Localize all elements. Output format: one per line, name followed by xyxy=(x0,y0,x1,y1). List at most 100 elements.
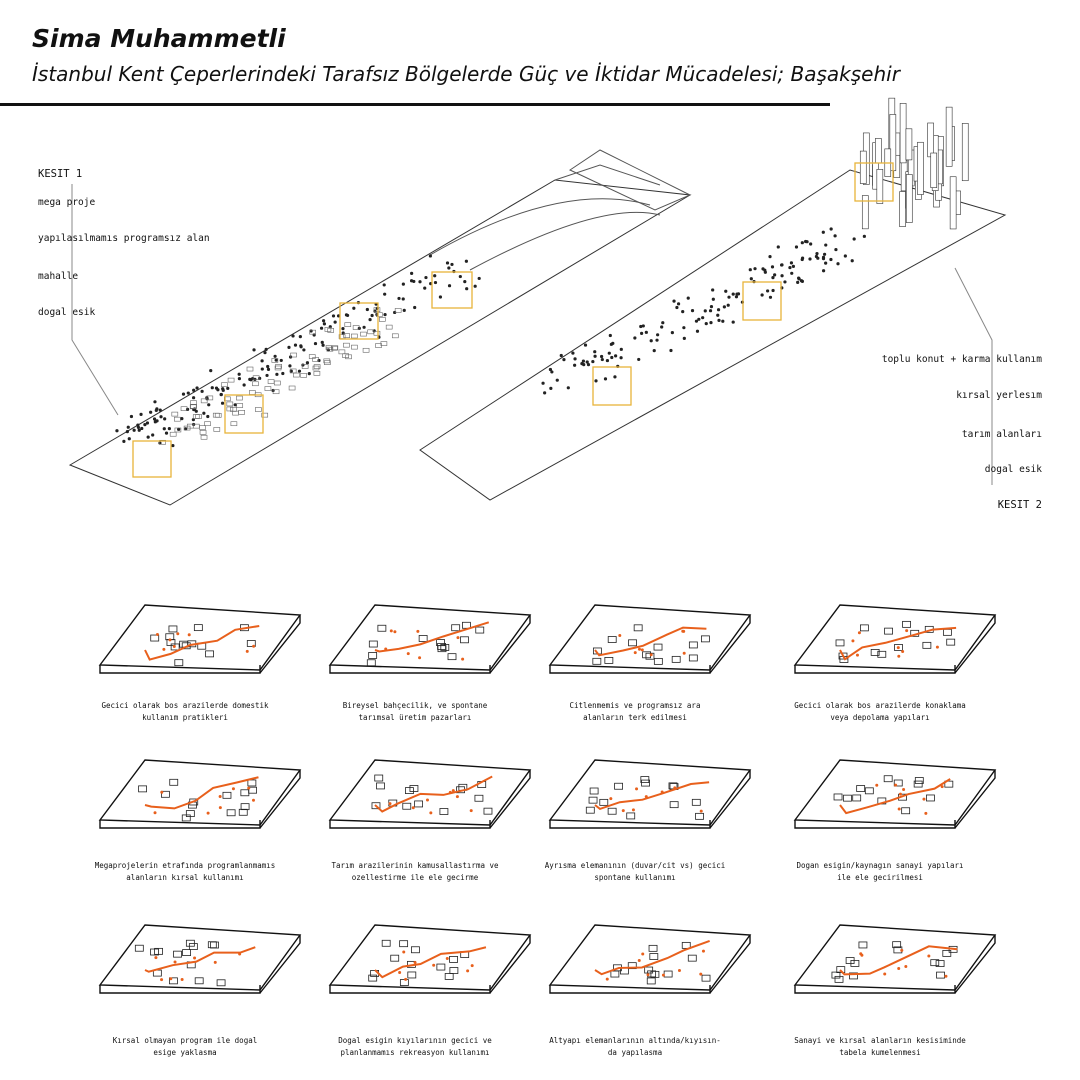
tree-dot xyxy=(583,343,588,347)
tree-dot xyxy=(207,403,211,407)
sketch-building xyxy=(436,639,445,646)
orange-mark xyxy=(661,973,665,977)
tree-dot xyxy=(115,429,119,433)
sketch-building xyxy=(633,624,643,632)
sketch-building xyxy=(460,636,469,644)
house xyxy=(380,341,388,346)
tile-edge xyxy=(549,935,751,994)
tree-dot xyxy=(562,358,566,362)
orange-mark xyxy=(894,783,898,787)
orange-mark xyxy=(673,786,677,790)
orange-mark xyxy=(155,633,159,637)
tree-dot xyxy=(768,295,773,299)
tree-dot xyxy=(548,367,553,372)
sketch-building xyxy=(607,636,617,643)
caption-line: Ayrısma elemanının (duvar/cit vs) gecici xyxy=(544,861,726,870)
house xyxy=(313,371,321,376)
tree-dot xyxy=(302,348,306,352)
tree-dot xyxy=(566,386,570,390)
orange-mark xyxy=(418,656,422,660)
tree-dot xyxy=(341,327,345,331)
tree-dot xyxy=(593,350,597,354)
tree-dot xyxy=(273,354,277,358)
orange-intervention xyxy=(839,778,951,815)
tree-dot xyxy=(307,372,311,376)
sketch-building xyxy=(645,652,655,660)
house xyxy=(226,401,234,407)
orange-intervention xyxy=(839,945,958,976)
house xyxy=(252,375,260,381)
house xyxy=(360,331,367,337)
tree-dot xyxy=(644,330,648,334)
orange-mark xyxy=(218,795,222,799)
sketch-building xyxy=(691,798,701,806)
tree-dot xyxy=(428,254,432,258)
sketch-building xyxy=(216,979,226,987)
tree-dot xyxy=(709,305,714,309)
tree-dot xyxy=(734,295,739,299)
house xyxy=(300,373,307,378)
tree-dot xyxy=(195,386,199,390)
tree-dot xyxy=(708,309,713,313)
tree-dot xyxy=(716,313,720,317)
house xyxy=(379,317,386,322)
house xyxy=(376,312,383,317)
tree-dot xyxy=(126,425,130,429)
sketch-building xyxy=(650,970,660,978)
tree-dot xyxy=(473,284,477,288)
orange-intervention xyxy=(144,625,260,661)
house xyxy=(394,308,402,313)
house xyxy=(204,421,211,427)
tree-dot xyxy=(274,358,278,362)
sketch-building xyxy=(864,787,874,795)
sketch-building xyxy=(150,948,159,956)
tree-dot xyxy=(797,276,801,280)
orange-mark xyxy=(940,785,944,789)
megaproject-outline xyxy=(429,164,661,271)
orange-mark xyxy=(193,956,197,960)
tree-dot xyxy=(717,318,721,323)
orange-mark xyxy=(173,960,177,964)
tree-dot xyxy=(401,297,405,301)
sketch-building xyxy=(185,939,195,947)
sketch-building xyxy=(859,624,869,632)
tree-dot xyxy=(125,430,129,434)
tree-dot xyxy=(266,367,271,372)
sketch-building xyxy=(914,777,924,784)
tree-dot xyxy=(824,243,828,247)
orange-mark xyxy=(247,786,251,790)
house xyxy=(230,421,238,427)
author-name: Sima Muhammetli xyxy=(32,24,286,53)
sketch-building xyxy=(838,652,848,660)
orange-mark xyxy=(425,798,429,802)
sketch-building xyxy=(160,790,170,798)
title-divider xyxy=(0,103,830,106)
tree-dot xyxy=(753,267,757,271)
tree-dot xyxy=(805,240,809,244)
tree-dot xyxy=(585,360,589,364)
orange-mark xyxy=(860,953,864,957)
sketch-building xyxy=(207,941,217,949)
orange-mark xyxy=(641,952,645,956)
orange-mark xyxy=(635,787,639,791)
tree-dot xyxy=(291,334,295,338)
caption-line: alanların kırsal kullanımı xyxy=(126,873,244,882)
tree-dot xyxy=(305,361,310,365)
house xyxy=(275,364,282,369)
tree-dot xyxy=(808,257,812,261)
house xyxy=(272,389,280,395)
sketch-building xyxy=(599,798,609,806)
tree-dot xyxy=(581,359,586,363)
tree-dot xyxy=(248,377,252,381)
tree-dot xyxy=(163,417,167,421)
tree-dot xyxy=(610,355,614,360)
sketch-building xyxy=(173,950,182,958)
tree-dot xyxy=(829,227,833,231)
sketch-building xyxy=(138,785,147,793)
tree-dot xyxy=(800,256,805,260)
orange-intervention xyxy=(374,775,493,813)
orange-mark xyxy=(469,809,473,813)
orange-mark xyxy=(251,798,255,802)
house xyxy=(313,364,321,369)
